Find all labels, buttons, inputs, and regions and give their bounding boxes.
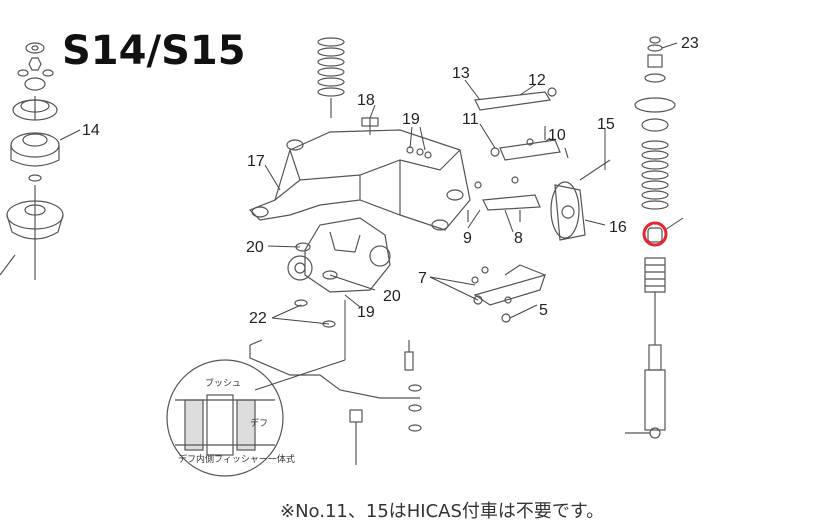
- callout-7: 8: [514, 230, 523, 247]
- callout-19: 19: [357, 304, 375, 321]
- callout-17: 18: [357, 92, 375, 109]
- callout-15: 16: [609, 219, 627, 236]
- highlight-part-23: [642, 221, 668, 247]
- inset-labels: ブッシュ デフ デフ内側フィッシャー一体式: [178, 377, 295, 465]
- leader-lines: [59, 42, 684, 391]
- footnote: ※No.11、15はHICAS付車は不要です。: [280, 501, 605, 522]
- lower-arm: [471, 264, 546, 323]
- bushing-detail-inset: [166, 359, 284, 477]
- callout-21: 22: [249, 310, 267, 327]
- upper-links: [467, 87, 569, 222]
- callout-9: 10: [548, 127, 566, 144]
- stabilizer-bar: [249, 339, 422, 465]
- callout-5: 5: [539, 302, 548, 319]
- callout-6: 7: [418, 270, 427, 287]
- callout-22: 23: [681, 35, 699, 52]
- callout-11: 12: [528, 72, 546, 89]
- callout-16: 17: [247, 153, 265, 170]
- callout-20-lower: 20: [383, 288, 401, 305]
- rear-subframe: [248, 117, 471, 231]
- inset-label-bushing: ブッシュ: [205, 377, 241, 389]
- model-title: S14/S15: [62, 28, 246, 74]
- differential: [287, 217, 391, 328]
- callout-13: 14: [82, 122, 100, 139]
- callout-8: 9: [463, 230, 472, 247]
- rear-knuckle: [550, 159, 611, 241]
- callout-12: 13: [452, 65, 470, 82]
- callout-10: 11: [462, 111, 479, 128]
- coil-spring-center: [317, 37, 345, 118]
- callout-18: 19: [402, 111, 420, 128]
- left-strut-mount-assembly: [0, 42, 64, 280]
- callout-20-upper: 20: [246, 239, 264, 256]
- callout-14: 15: [597, 116, 615, 133]
- inset-label-caption: デフ内側フィッシャー一体式: [178, 453, 295, 465]
- right-damper-assembly: [625, 36, 676, 439]
- inset-label-diff: デフ: [250, 417, 268, 429]
- callout-numbers: 14 18 19 17 13 12 11 10 15 16 9 8 20 7 2…: [82, 35, 699, 327]
